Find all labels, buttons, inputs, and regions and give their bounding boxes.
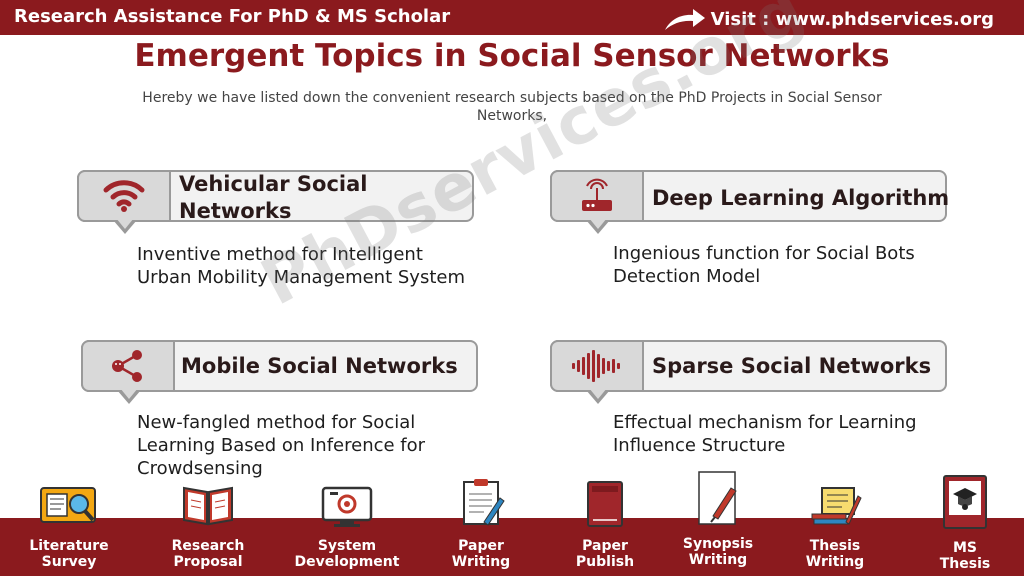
card-title: Sparse Social Networks (652, 354, 932, 378)
topic-card-sparse: Sparse Social Networks Effectual mechani… (550, 340, 947, 460)
synopsis-writing-icon (698, 471, 737, 525)
arrow-icon (663, 6, 707, 32)
card-pointer (113, 218, 137, 234)
research-proposal-icon (183, 486, 233, 526)
top-banner: Research Assistance For PhD & MS Scholar… (0, 0, 1024, 35)
topic-card-mobile: Mobile Social Networks New-fangled metho… (81, 340, 478, 480)
card-icon-box (550, 170, 644, 222)
page-subtitle: Hereby we have listed down the convenien… (142, 90, 882, 124)
thesis-writing-icon (811, 487, 862, 525)
visit-url: Visit : www.phdservices.org (710, 8, 994, 30)
card-icon-box (550, 340, 644, 392)
card-title: Mobile Social Networks (181, 354, 458, 378)
card-pointer (586, 218, 610, 234)
visit-link[interactable]: Visit : www.phdservices.org (663, 6, 994, 32)
card-pointer (117, 388, 141, 404)
soundwave-icon (572, 350, 620, 382)
ms-thesis-icon (943, 475, 987, 529)
card-title: Deep Learning Algorithm (652, 186, 950, 210)
literature-survey-icon (40, 487, 96, 523)
card-icon-box (77, 170, 171, 222)
card-icon-box (81, 340, 175, 392)
page-title: Emergent Topics in Social Sensor Network… (134, 38, 890, 74)
services-bar (0, 518, 1024, 576)
topic-card-deep-learning: Deep Learning Algorithm Ingenious functi… (550, 170, 950, 290)
router-icon (582, 178, 612, 211)
system-development-icon (321, 486, 373, 527)
card-pointer (586, 388, 610, 404)
share-icon (112, 350, 142, 382)
paper-publish-icon (587, 481, 623, 527)
banner-tagline: Research Assistance For PhD & MS Scholar (14, 6, 451, 27)
wifi-icon (103, 180, 145, 212)
paper-writing-icon (463, 479, 505, 526)
